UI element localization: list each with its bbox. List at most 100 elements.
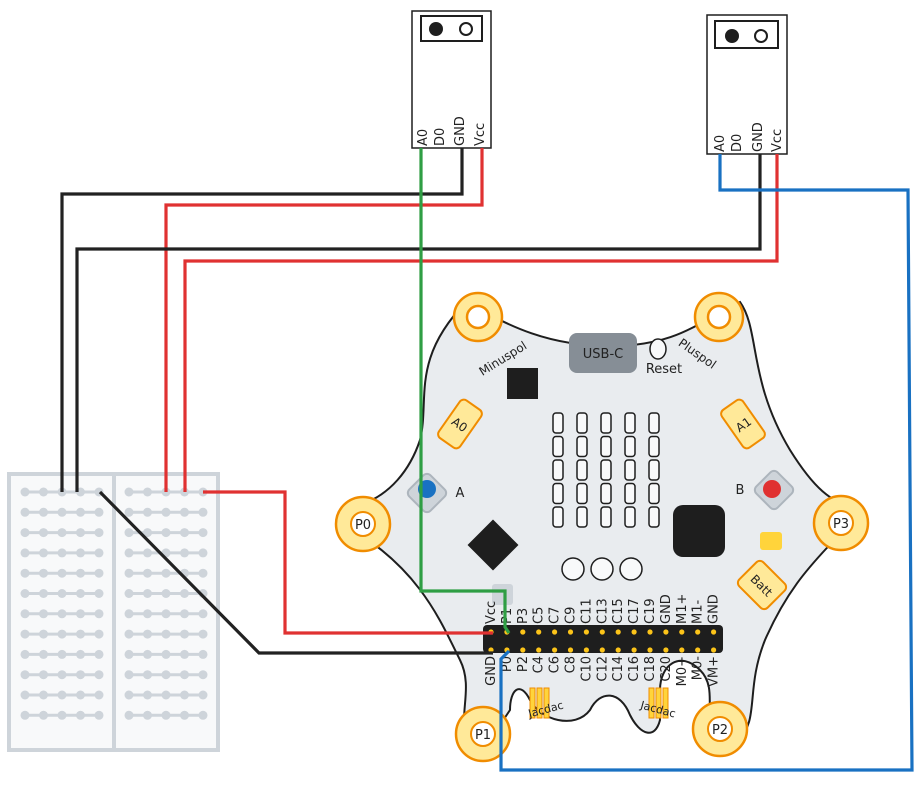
breadboard-hole[interactable]: [143, 548, 152, 558]
header-pin-top[interactable]: [663, 629, 669, 635]
breadboard-hole[interactable]: [161, 528, 171, 538]
breadboard-hole[interactable]: [57, 507, 67, 517]
header-pin-bottom[interactable]: [647, 647, 653, 653]
breadboard-hole[interactable]: [124, 507, 134, 517]
wire-sensor1-gnd[interactable]: [60, 148, 464, 492]
breadboard-hole[interactable]: [76, 609, 85, 619]
breadboard-hole[interactable]: [180, 609, 189, 619]
breadboard-hole[interactable]: [39, 690, 48, 700]
breadboard-hole[interactable]: [198, 710, 208, 720]
breadboard-hole[interactable]: [198, 690, 208, 700]
breadboard-hole[interactable]: [124, 528, 134, 538]
reset-button[interactable]: [649, 338, 667, 360]
header-pin-bottom[interactable]: [631, 647, 637, 653]
breadboard-hole[interactable]: [39, 568, 48, 578]
breadboard-hole[interactable]: [143, 568, 152, 578]
breadboard-hole[interactable]: [39, 609, 48, 619]
breadboard-hole[interactable]: [39, 548, 48, 558]
breadboard-hole[interactable]: [198, 629, 208, 639]
breadboard-hole[interactable]: [57, 589, 67, 598]
breadboard-hole[interactable]: [143, 649, 152, 659]
breadboard-hole[interactable]: [39, 710, 48, 720]
breadboard-hole[interactable]: [124, 548, 134, 558]
breadboard-hole[interactable]: [94, 589, 104, 598]
breadboard-hole[interactable]: [124, 670, 134, 680]
header-pin-bottom[interactable]: [599, 647, 605, 653]
header-pin-top[interactable]: [631, 629, 637, 635]
breadboard-hole[interactable]: [94, 507, 104, 517]
breadboard-hole[interactable]: [180, 670, 189, 680]
header-pin-bottom[interactable]: [567, 647, 574, 653]
breadboard-hole[interactable]: [20, 507, 30, 517]
header-pin-bottom[interactable]: [679, 647, 685, 653]
header-pin-bottom[interactable]: [520, 647, 526, 653]
breadboard-hole[interactable]: [20, 609, 30, 619]
breadboard-hole[interactable]: [94, 548, 104, 558]
breadboard-hole[interactable]: [161, 589, 171, 598]
breadboard-hole[interactable]: [94, 568, 104, 578]
header-pin-top[interactable]: [615, 629, 621, 635]
breadboard-hole[interactable]: [180, 690, 189, 700]
breadboard-hole[interactable]: [198, 548, 208, 558]
header-pin-top[interactable]: [711, 629, 717, 635]
breadboard-hole[interactable]: [161, 507, 171, 517]
breadboard-hole[interactable]: [94, 690, 104, 700]
breadboard-hole[interactable]: [39, 649, 48, 659]
breadboard-hole[interactable]: [198, 609, 208, 619]
breadboard-hole[interactable]: [57, 528, 67, 538]
breadboard-hole[interactable]: [57, 670, 67, 680]
header-pin-top[interactable]: [695, 629, 701, 635]
wire-sensor2-a0[interactable]: [499, 154, 914, 772]
breadboard-hole[interactable]: [76, 507, 85, 517]
header-pin-bottom[interactable]: [583, 647, 590, 653]
breadboard-hole[interactable]: [76, 548, 85, 558]
breadboard-hole[interactable]: [94, 609, 104, 619]
breadboard-hole[interactable]: [76, 670, 85, 680]
breadboard-hole[interactable]: [180, 507, 189, 517]
breadboard-hole[interactable]: [124, 487, 134, 497]
breadboard-hole[interactable]: [180, 629, 189, 639]
header-pin-top[interactable]: [647, 629, 653, 635]
breadboard-hole[interactable]: [94, 629, 104, 639]
breadboard-hole[interactable]: [76, 568, 85, 578]
header-pin-top[interactable]: [536, 629, 542, 635]
breadboard-hole[interactable]: [20, 568, 30, 578]
breadboard-hole[interactable]: [20, 710, 30, 720]
breadboard-hole[interactable]: [76, 710, 85, 720]
breadboard-hole[interactable]: [198, 670, 208, 680]
breadboard-hole[interactable]: [20, 670, 30, 680]
breadboard-hole[interactable]: [94, 710, 104, 720]
wire-sensor2-gnd[interactable]: [75, 154, 762, 492]
header-pin-top[interactable]: [552, 629, 558, 635]
breadboard-hole[interactable]: [143, 670, 152, 680]
breadboard-hole[interactable]: [161, 710, 171, 720]
breadboard-hole[interactable]: [57, 710, 67, 720]
breadboard-hole[interactable]: [20, 548, 30, 558]
breadboard-hole[interactable]: [143, 629, 152, 639]
header-pin-top[interactable]: [583, 629, 590, 635]
wire-sensor1-vcc[interactable]: [164, 148, 484, 492]
breadboard-hole[interactable]: [76, 629, 85, 639]
header-pin-top[interactable]: [567, 629, 574, 635]
breadboard-hole[interactable]: [180, 548, 189, 558]
breadboard-hole[interactable]: [161, 670, 171, 680]
breadboard-hole[interactable]: [161, 629, 171, 639]
wire-sensor2-vcc[interactable]: [183, 154, 779, 492]
header-pin-top[interactable]: [679, 629, 685, 635]
header-pin-top[interactable]: [520, 629, 526, 635]
breadboard-hole[interactable]: [39, 670, 48, 680]
wire-sensor1-a0[interactable]: [419, 148, 511, 634]
breadboard-hole[interactable]: [161, 568, 171, 578]
breadboard-hole[interactable]: [20, 629, 30, 639]
breadboard-hole[interactable]: [124, 629, 134, 639]
breadboard-hole[interactable]: [20, 528, 30, 538]
breadboard-hole[interactable]: [161, 609, 171, 619]
breadboard-hole[interactable]: [39, 589, 48, 598]
breadboard-hole[interactable]: [180, 528, 189, 538]
breadboard-hole[interactable]: [76, 690, 85, 700]
breadboard-hole[interactable]: [124, 589, 134, 598]
button-b[interactable]: [753, 469, 795, 511]
breadboard-hole[interactable]: [143, 710, 152, 720]
breadboard-hole[interactable]: [143, 528, 152, 538]
breadboard-hole[interactable]: [94, 528, 104, 538]
